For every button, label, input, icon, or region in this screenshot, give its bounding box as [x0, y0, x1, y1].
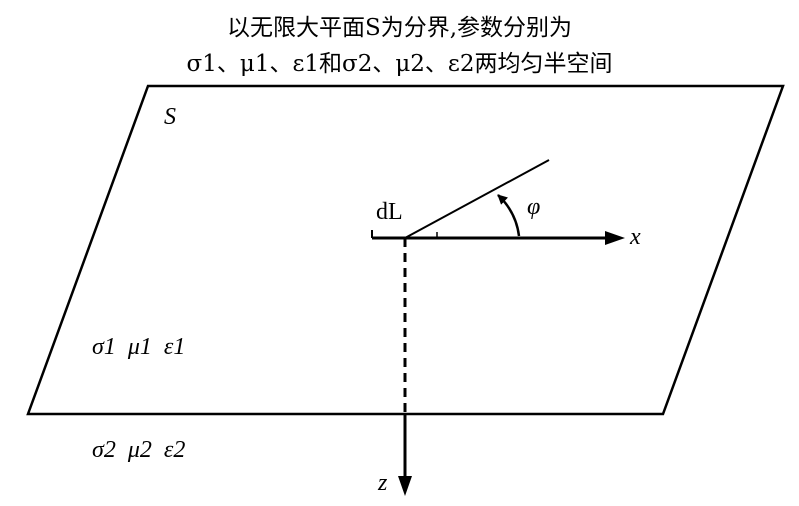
- x-axis-label: x: [630, 224, 641, 250]
- element-label: dL: [376, 199, 403, 225]
- z-axis-arrowhead: [398, 476, 412, 496]
- plane-label: S: [164, 104, 176, 130]
- x-axis-arrowhead: [605, 231, 625, 245]
- angle-label: φ: [527, 194, 541, 220]
- phi-ray: [404, 159, 550, 239]
- upper-medium-params: σ1 μ1 ε1: [92, 334, 186, 360]
- z-axis-label: z: [378, 470, 388, 496]
- lower-medium-params: σ2 μ2 ε2: [92, 437, 186, 463]
- phi-arc: [497, 194, 521, 237]
- title-line-1: 以无限大平面S为分界,参数分别为: [226, 15, 573, 41]
- title-line-2: σ1、μ1、ε1和σ2、μ2、ε2两均匀半空间: [186, 51, 613, 77]
- plane-s: [26, 84, 785, 416]
